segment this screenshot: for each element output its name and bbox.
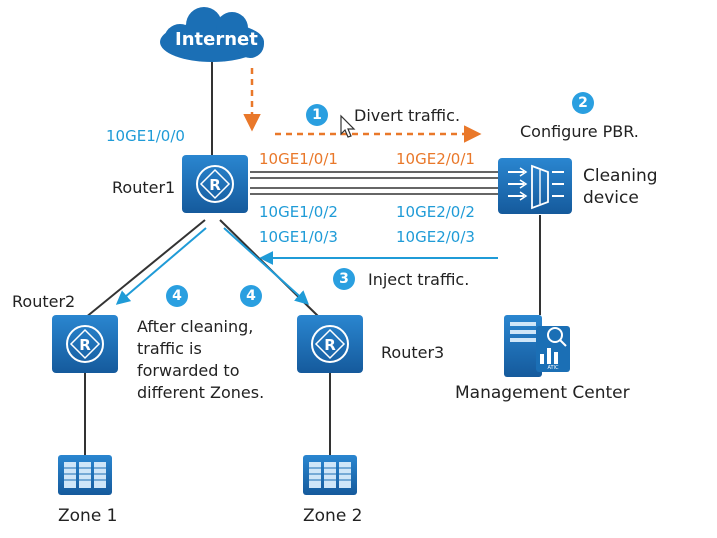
link-router1-router2 xyxy=(84,219,206,319)
port-r1-up: 10GE1/0/0 xyxy=(106,127,185,145)
internet-label: Internet xyxy=(175,29,258,50)
router2-icon: R xyxy=(52,315,118,373)
port-r1-inject-b: 10GE1/0/3 xyxy=(259,228,338,246)
management-badge: ATIC xyxy=(547,365,559,371)
zone1-label: Zone 1 xyxy=(58,506,118,526)
cleaning-device-label-1: Cleaning device xyxy=(583,165,673,209)
svg-text:R: R xyxy=(209,176,221,194)
step-4-text: After cleaning, traffic is forwarded to … xyxy=(137,317,265,402)
port-r1-divert: 10GE1/0/1 xyxy=(259,150,338,168)
forward-arrow-right xyxy=(223,227,310,305)
router1-icon: R xyxy=(182,155,248,213)
step-1-text: Divert traffic. xyxy=(354,106,461,125)
port-cd-inject-a: 10GE2/0/2 xyxy=(396,203,475,221)
cleaning-device-icon xyxy=(498,158,572,214)
step-4a-badge: 4 xyxy=(166,285,188,307)
svg-text:R: R xyxy=(79,336,91,354)
zone2-server-icon xyxy=(303,455,357,495)
step-2-text: Configure PBR. xyxy=(520,122,639,141)
router2-label: Router2 xyxy=(12,292,76,311)
step-1-badge: 1 xyxy=(306,104,328,126)
router3-label: Router3 xyxy=(381,343,445,362)
router3-icon: R xyxy=(297,315,363,373)
svg-text:R: R xyxy=(324,336,336,354)
port-cd-inject-b: 10GE2/0/3 xyxy=(396,228,475,246)
step-4b-badge: 4 xyxy=(240,285,262,307)
step-3-badge: 3 xyxy=(333,268,355,290)
port-r1-inject-a: 10GE1/0/2 xyxy=(259,203,338,221)
management-center-icon: ATIC xyxy=(504,315,570,377)
zone2-label: Zone 2 xyxy=(303,506,363,526)
management-center-label: Management Center xyxy=(455,383,630,403)
mouse-cursor-icon xyxy=(340,114,356,138)
step-3-text: Inject traffic. xyxy=(368,270,470,289)
traffic-arrows xyxy=(115,68,498,305)
router1-label: Router1 xyxy=(112,178,176,197)
zone1-server-icon xyxy=(58,455,112,495)
internet-cloud-icon xyxy=(160,7,264,62)
forward-arrow-left xyxy=(115,227,207,305)
step-2-badge: 2 xyxy=(572,92,594,114)
port-cd-divert: 10GE2/0/1 xyxy=(396,150,475,168)
cleaning-device-label: Cleaning device xyxy=(583,166,658,208)
links xyxy=(84,60,541,455)
